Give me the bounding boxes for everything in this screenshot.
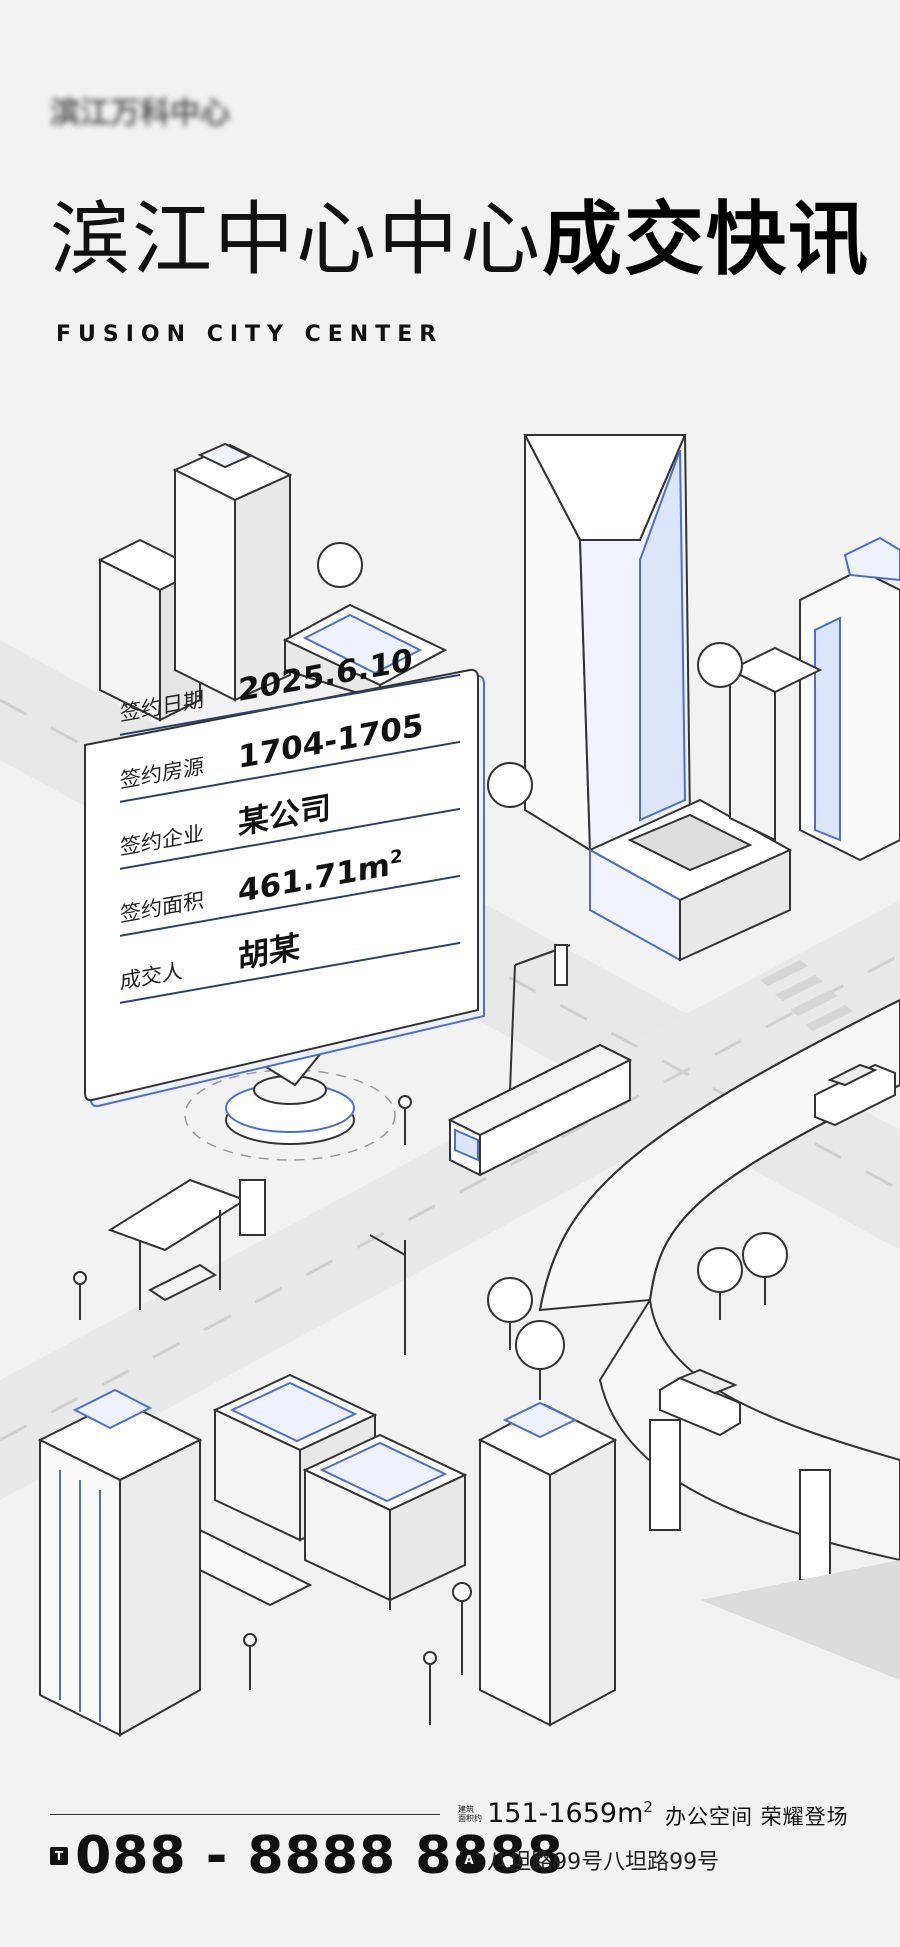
tower-center	[523, 434, 793, 962]
row-value: 胡某	[238, 929, 300, 977]
bus	[447, 1043, 633, 1177]
page-subtitle: FUSION CITY CENTER	[56, 322, 444, 347]
row-label: 签约企业	[120, 821, 204, 860]
area-value: 151-1659m2	[487, 1798, 653, 1829]
address-text: 八坦路99号八坦路99号	[487, 1850, 720, 1875]
row-label: 签约房源	[120, 754, 204, 793]
building-top-left	[97, 442, 448, 722]
traffic-light	[509, 944, 571, 1091]
crosswalk	[760, 960, 853, 1031]
trees	[487, 1232, 788, 1400]
road-cross	[0, 900, 900, 1500]
building-bottom-left	[37, 1388, 203, 1737]
info-card-panel	[84, 668, 485, 1108]
title-main: 滨江中心中心	[50, 193, 542, 286]
row-value: 某公司	[238, 789, 331, 843]
building-top-right	[487, 536, 900, 862]
building-bottom-center	[199, 1373, 468, 1607]
phone-number[interactable]: T 088 - 8888 8888	[50, 1826, 564, 1886]
address-info: A 八坦路99号八坦路99号	[460, 1844, 719, 1876]
tagline: 办公空间 荣耀登场	[665, 1805, 849, 1829]
car-2	[659, 1368, 741, 1437]
area-info: 建筑面积约 151-1659m2	[458, 1798, 653, 1829]
title-bold: 成交快讯	[542, 193, 870, 286]
page-title: 滨江中心中心成交快讯	[50, 200, 870, 280]
phone-icon: T	[50, 1847, 68, 1865]
phone-text: 088 - 8888 8888	[75, 1826, 564, 1886]
address-icon: A	[460, 1851, 478, 1869]
row-label: 签约面积	[120, 888, 204, 927]
row-label: 成交人	[120, 958, 183, 994]
pedestrians	[73, 1095, 437, 1725]
bus-stop	[107, 1178, 266, 1310]
footer-divider	[50, 1814, 440, 1815]
overpass	[538, 998, 900, 1680]
area-label: 建筑面积约	[458, 1804, 482, 1823]
brand-logo: 滨江万科中心	[50, 96, 230, 131]
deal-info-card: 签约日期 2025.6.10 签约房源 1704-1705 签约企业 某公司 签…	[85, 597, 470, 1100]
car-1	[814, 1063, 896, 1127]
building-bottom-right	[477, 1401, 618, 1727]
row-label: 签约日期	[120, 687, 204, 726]
